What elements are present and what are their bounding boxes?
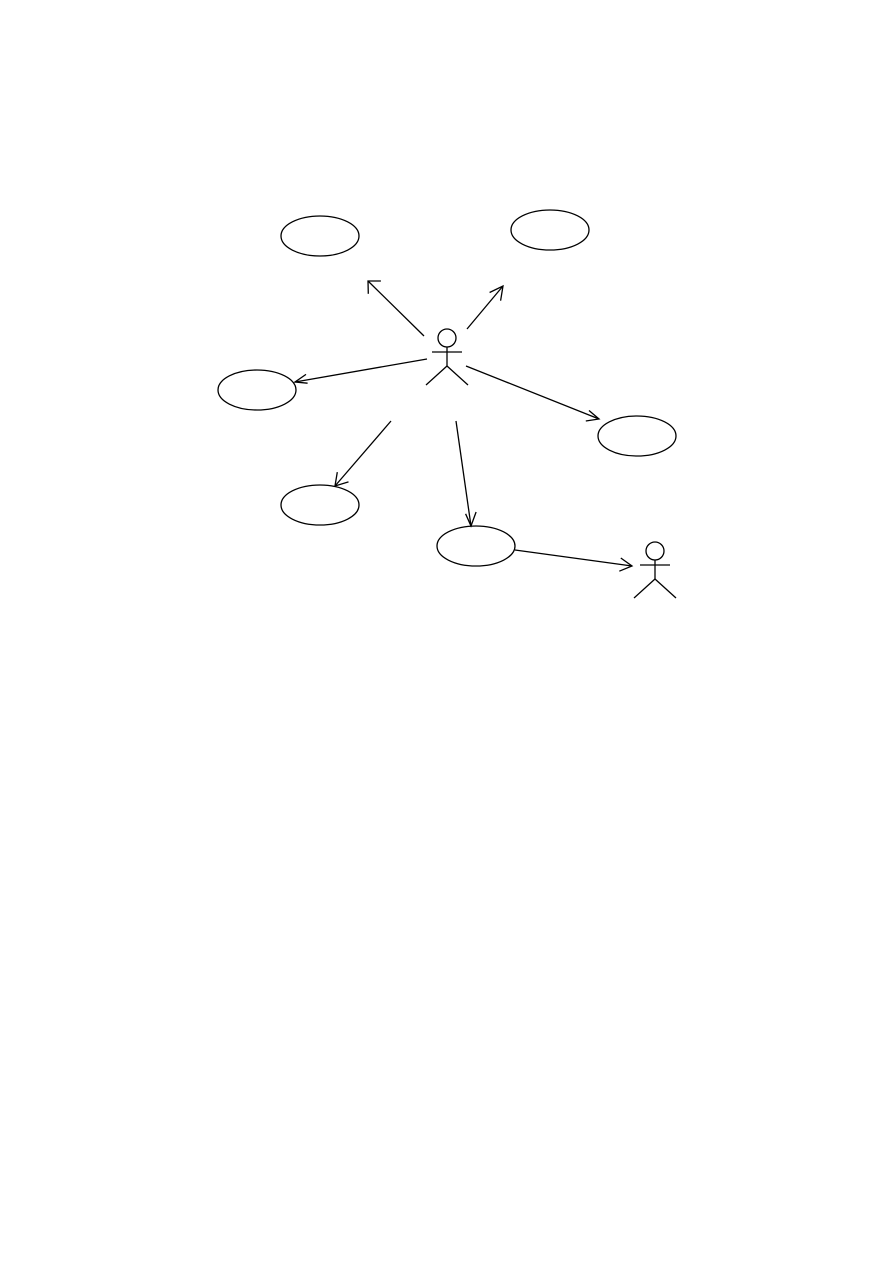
connector-to-right [465, 365, 601, 422]
actor-left-leg [425, 365, 448, 386]
use-case-bottom-center[interactable] [436, 525, 516, 567]
connector-to-bottom-center [455, 420, 477, 528]
actor-right-leg [654, 578, 677, 599]
secondary-actor[interactable] [633, 541, 677, 599]
connector-to-top-left [367, 280, 425, 337]
use-case-top-right[interactable] [510, 209, 590, 251]
actor-head [645, 541, 665, 561]
actor-head [437, 328, 457, 348]
connector-to-secondary-actor [514, 549, 634, 572]
actor-right-leg [446, 365, 469, 386]
use-case-bottom-left[interactable] [280, 484, 360, 526]
connector-to-top-right [466, 284, 504, 330]
use-case-left[interactable] [217, 369, 297, 411]
connector-to-bottom-left [334, 420, 392, 487]
actor-left-leg [633, 578, 656, 599]
primary-actor[interactable] [425, 328, 469, 386]
connector-to-left [293, 358, 428, 384]
use-case-right[interactable] [597, 415, 677, 457]
use-case-top-left[interactable] [280, 215, 360, 257]
